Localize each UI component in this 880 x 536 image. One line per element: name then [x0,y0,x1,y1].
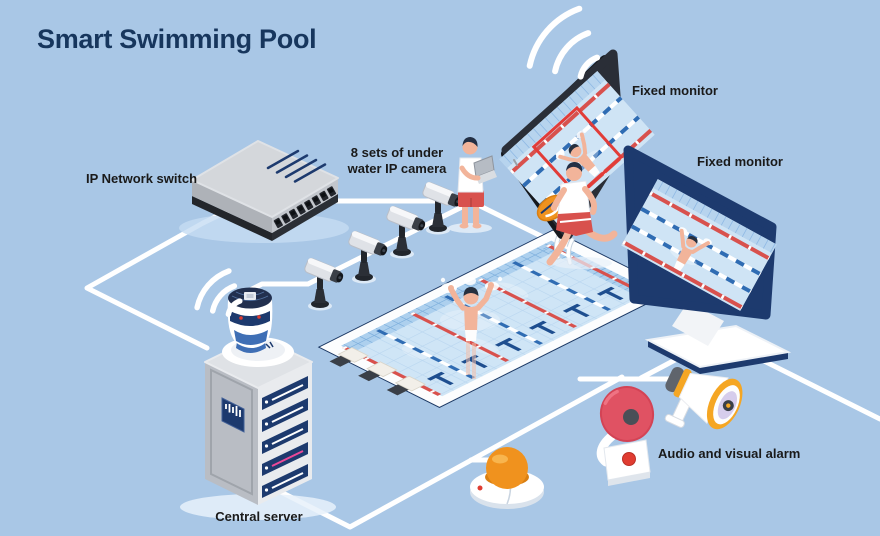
monitor-stand [672,302,724,346]
label-central-server: Central server [215,509,303,524]
wifi-signal-icon [194,268,243,318]
label-network-switch: IP Network switch [86,171,198,186]
underwater-ip-camera-icon [385,204,428,259]
switch-vents [266,149,327,183]
label-fixed-monitor-tablet: Fixed monitor [632,83,718,98]
running-lifeguard [536,162,618,269]
laptop-icon [473,155,497,184]
server-rack-icon [180,268,336,520]
swimming-pool [317,229,675,408]
switch-ports [273,186,337,229]
drowning-swimmer-icon [440,276,503,379]
megaphone-icon [664,366,743,430]
detection-box [531,105,624,199]
screen-swimmer [669,227,712,272]
label-underwater-cameras: 8 sets of under water IP camera [336,145,458,176]
label-fixed-monitor-desktop: Fixed monitor [697,154,783,169]
label-underwater-cameras-line2: water IP camera [347,160,447,176]
wifi-signal-icon [526,5,601,80]
alarm-button-icon [470,447,544,509]
label-underwater-cameras-line1: 8 sets of under [350,145,444,160]
server-status-badge [221,397,245,433]
label-audio-visual-alarm: Audio and visual alarm [658,446,801,461]
pool-water [341,240,653,397]
alarm-bell-icon [596,386,655,486]
tablet-monitor-icon [499,49,655,240]
network-switch-icon [179,140,349,243]
ai-robot-icon [222,287,294,367]
desktop-monitor-icon [621,145,792,374]
server-units [262,376,308,498]
lifeguard-with-laptop [448,137,497,233]
underwater-ip-camera-icon [347,229,390,284]
page-title: Smart Swimming Pool [37,24,317,54]
starting-blocks [329,347,427,396]
